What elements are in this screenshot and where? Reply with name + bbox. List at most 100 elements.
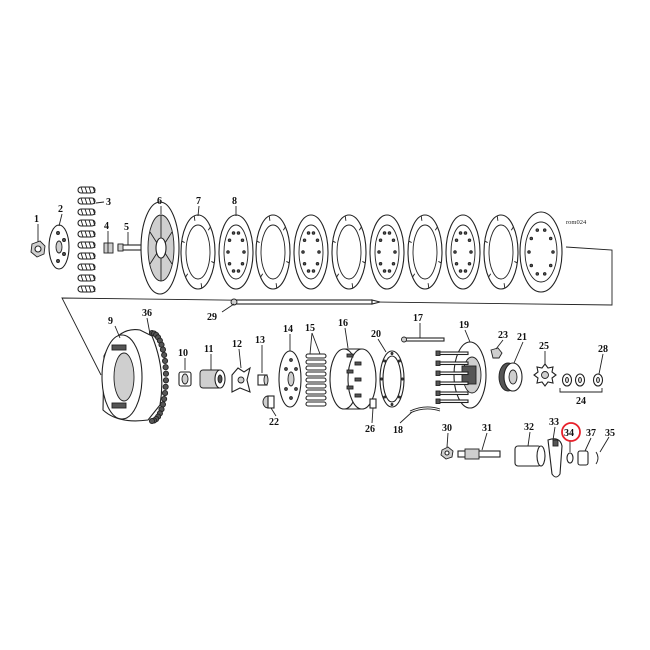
callout-35[interactable]: 35 [605,428,615,439]
part-18-clip[interactable] [409,406,441,414]
callout-8[interactable]: 8 [232,196,237,207]
callout-3[interactable]: 3 [106,197,111,208]
coil-spring [77,230,96,238]
friction-plate[interactable] [331,214,367,290]
callout-2[interactable]: 2 [58,204,63,215]
part-35-clip[interactable] [595,451,599,465]
part-29-push-rod[interactable] [230,298,381,306]
callout-34[interactable]: 34 [564,428,574,439]
part-2-spring-plate[interactable] [48,224,70,270]
callout-22[interactable]: 22 [269,417,279,428]
callout-5[interactable]: 5 [124,222,129,233]
callout-13[interactable]: 13 [255,335,265,346]
part-32-sleeve[interactable] [514,445,546,467]
part-19-clutch-hub[interactable] [435,341,487,409]
coil-spring [77,285,96,293]
coil-spring [305,365,327,371]
callout-7[interactable]: 7 [196,196,201,207]
callout-26[interactable]: 26 [365,424,375,435]
callout-19[interactable]: 19 [459,320,469,331]
highlight-ring [561,422,581,442]
part-37-bushing[interactable] [577,450,589,466]
coil-spring [77,241,96,249]
part-26-pin[interactable] [369,398,377,409]
coil-spring [77,252,96,260]
callout-24[interactable]: 24 [576,396,586,407]
callout-23[interactable]: 23 [498,330,508,341]
part-13-spacer[interactable] [257,374,269,386]
callout-11[interactable]: 11 [204,344,213,355]
callout-31[interactable]: 31 [482,423,492,434]
steel-plate[interactable] [519,211,563,293]
assembly-leader-line [61,246,613,376]
callout-37[interactable]: 37 [586,428,596,439]
steel-plate[interactable] [445,214,481,290]
part-36-sprocket-teeth[interactable] [148,329,170,425]
part-17-pin[interactable] [401,336,445,343]
callout-9[interactable]: 9 [108,316,113,327]
friction-plate[interactable] [483,214,519,290]
steel-plate[interactable] [369,214,405,290]
part-10-bearing[interactable] [178,371,192,387]
callout-6[interactable]: 6 [157,196,162,207]
part-22-bushing[interactable] [262,395,275,409]
coil-spring [305,395,327,401]
callout-28[interactable]: 28 [598,344,608,355]
steel-plate[interactable] [218,214,254,290]
callout-30[interactable]: 30 [442,423,452,434]
leader-lines [37,201,610,453]
callout-14[interactable]: 14 [283,324,293,335]
part-34-washer[interactable] [566,452,574,464]
part-16-clutch-basket[interactable] [329,348,377,410]
part-14-spring-plate[interactable] [278,350,302,408]
coil-spring [305,389,327,395]
part-3-springs[interactable] [77,186,96,293]
part-1-nut[interactable] [30,240,46,258]
part-23-nut[interactable] [490,347,503,359]
part-31-shaft[interactable] [457,448,501,460]
coil-spring [305,371,327,377]
part-6-pressure-plate[interactable] [140,201,180,295]
part-9-clutch-shell[interactable] [101,328,163,422]
coil-spring [305,401,327,407]
drawing-code: rom024 [566,219,587,226]
coil-spring [305,383,327,389]
part-15-springs[interactable] [305,353,327,407]
coil-spring [77,197,96,205]
part-4-bolt[interactable] [103,242,114,254]
coil-spring [77,208,96,216]
steel-plate[interactable] [293,214,329,290]
friction-plate[interactable] [407,214,443,290]
part-25-star-washer[interactable] [533,363,557,387]
part-21-bearing[interactable] [498,362,523,392]
callout-36[interactable]: 36 [142,308,152,319]
friction-plate[interactable] [180,214,216,290]
friction-plate[interactable] [255,214,291,290]
coil-spring [77,263,96,271]
part-20-gasket[interactable] [379,350,405,408]
clutch-plate-stack [180,211,563,293]
callout-18[interactable]: 18 [393,425,403,436]
callout-12[interactable]: 12 [232,339,242,350]
callout-20[interactable]: 20 [371,329,381,340]
part-11-hub-nut[interactable] [199,369,226,389]
callout-33[interactable]: 33 [549,417,559,428]
coil-spring [305,359,327,365]
part-12-lock-washer[interactable] [231,366,251,393]
callout-29[interactable]: 29 [207,312,217,323]
part-33-lever[interactable] [547,438,563,478]
coil-spring [305,353,327,359]
callout-15[interactable]: 15 [305,323,315,334]
callout-10[interactable]: 10 [178,348,188,359]
part-24-bearing-set[interactable] [559,373,604,393]
callout-16[interactable]: 16 [338,318,348,329]
callout-25[interactable]: 25 [539,341,549,352]
callout-4[interactable]: 4 [104,221,109,232]
callout-17[interactable]: 17 [413,313,423,324]
part-30-nut[interactable] [440,446,454,460]
callout-32[interactable]: 32 [524,422,534,433]
callout-21[interactable]: 21 [517,332,527,343]
callout-1[interactable]: 1 [34,214,39,225]
